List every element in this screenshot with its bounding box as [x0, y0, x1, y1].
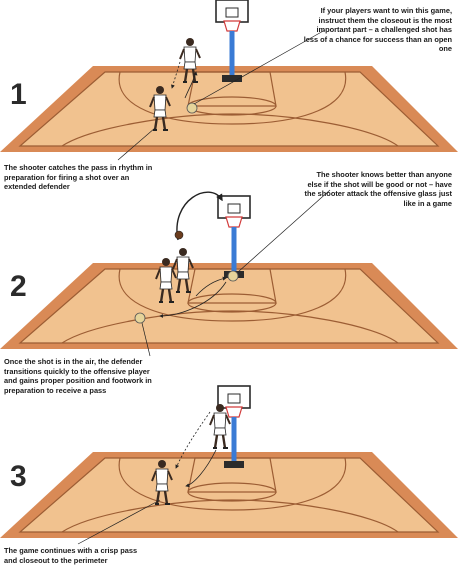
step-2-shot-ball [174, 230, 184, 240]
step-2-callout-line-top [237, 189, 331, 273]
step-1-pass-line [171, 61, 181, 89]
step-2-panel [0, 189, 458, 357]
step-3-caption-bottom: The game continues with a crisp pass and… [4, 546, 138, 565]
step-1-caption-bottom: The shooter catches the pass in rhythm i… [4, 163, 153, 192]
step-2-number: 2 [10, 270, 27, 303]
step-2-crash-arrow [195, 276, 227, 297]
step-2-pass-spot [134, 312, 146, 324]
step-1-callout-line-bottom [117, 127, 156, 161]
step-2-transition-arrow [159, 281, 227, 318]
step-2-shot-arc [176, 191, 223, 241]
step-3-panel [0, 385, 458, 545]
step-1-callout-line-top [193, 29, 326, 105]
step-2-callout-line-bottom [141, 322, 151, 357]
step-3-closeout-arrow [185, 449, 217, 488]
step-1-ball [186, 102, 198, 114]
step-3-number: 3 [10, 460, 27, 493]
step-2-caption-bottom: Once the shot is in the air, the defende… [4, 357, 152, 395]
step-1-panel [0, 0, 458, 161]
step-2-rebound-spot [227, 270, 239, 282]
step-3-callout-line [77, 499, 161, 545]
step-1-number: 1 [10, 78, 27, 111]
step-1-caption-top: If your players want to win this game, i… [303, 6, 452, 54]
step-1-closeout-arrow [184, 71, 198, 99]
step-2-caption-top: The shooter knows better than anyone els… [304, 170, 452, 208]
